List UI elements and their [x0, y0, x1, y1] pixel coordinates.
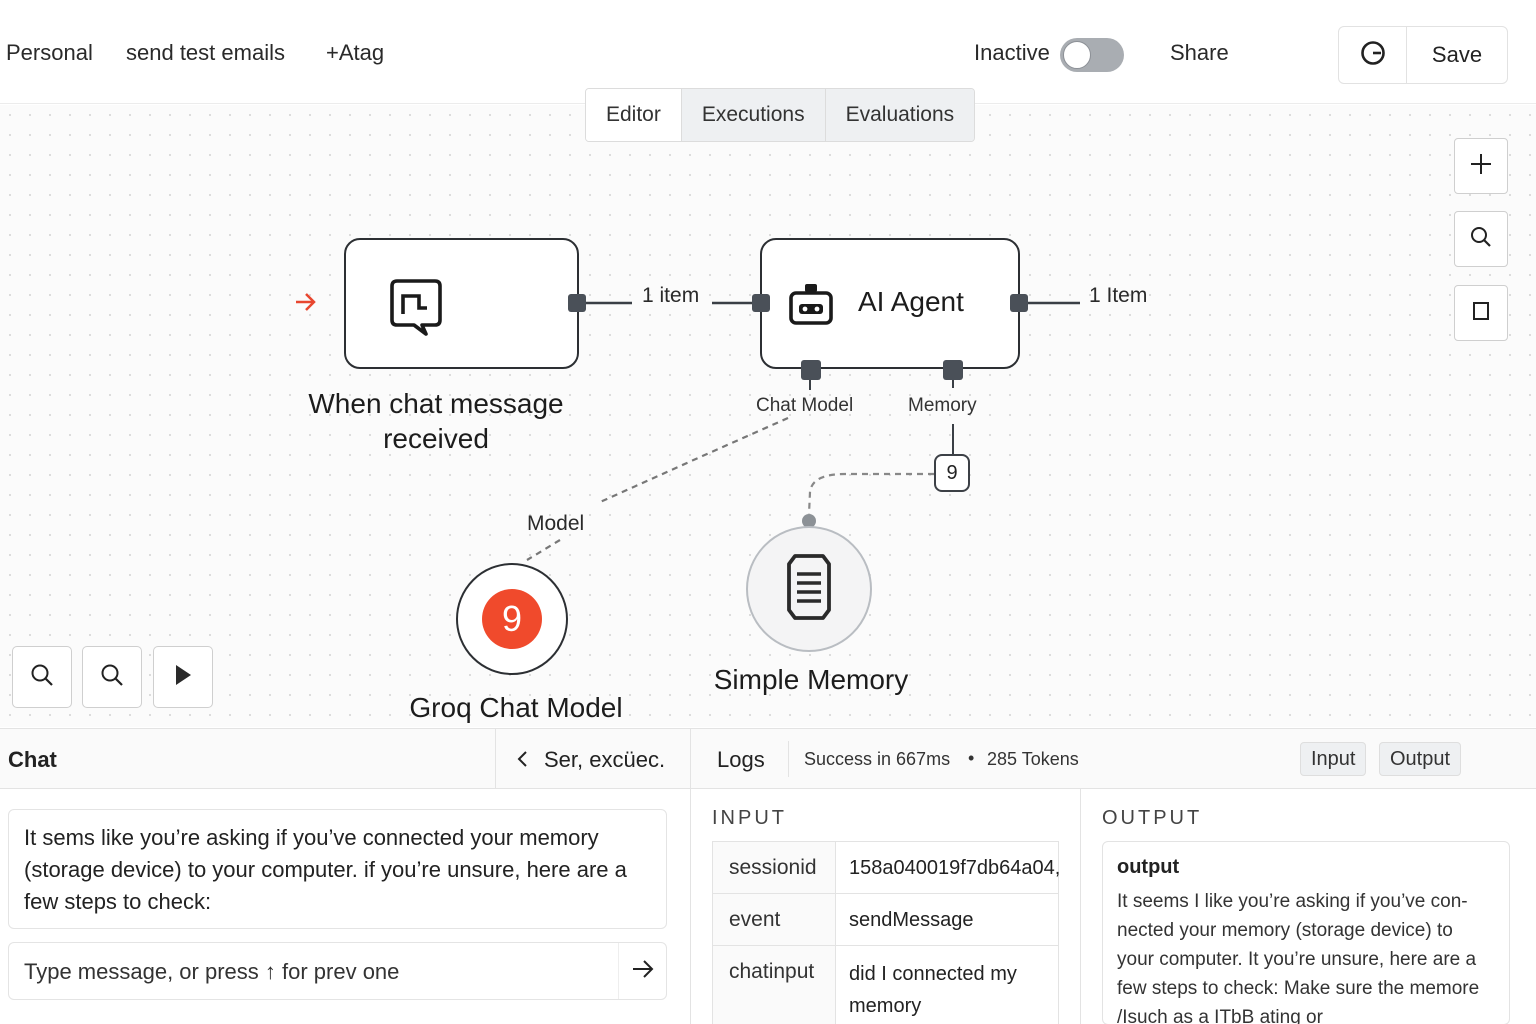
bottom-panel: Chat Ser, excüec. Logs Success in 667ms …: [0, 728, 1536, 1024]
tab-evaluations[interactable]: Evaluations: [825, 89, 975, 141]
table-row: event sendMessage: [713, 894, 1058, 946]
input-toggle-button[interactable]: Input: [1300, 742, 1367, 776]
chat-input-placeholder: Type message, or press ↑ for prev one: [24, 959, 400, 984]
reset-zoom-icon: [1470, 300, 1492, 327]
zoom-in-button[interactable]: [1454, 138, 1508, 194]
input-data-table: sessionid 158a040019f7db64a04, event sen…: [712, 841, 1059, 1024]
trigger-output-handle[interactable]: [568, 294, 586, 312]
logs-title: Logs: [717, 747, 765, 772]
memory-stack-icon: [785, 552, 833, 627]
agent-chatmodel-handle[interactable]: [801, 360, 821, 380]
history-button[interactable]: [1339, 27, 1407, 83]
tab-editor[interactable]: Editor: [586, 89, 682, 141]
session-selector[interactable]: Ser, excüec.: [544, 747, 666, 772]
trigger-title: When chat message received: [290, 386, 582, 456]
memory-port-label: Memory: [908, 395, 977, 416]
table-row: chatinput did I connected my memory: [713, 946, 1058, 1024]
canvas-run-button[interactable]: [153, 646, 213, 708]
divider: [690, 729, 691, 789]
groq-logo-text: 9: [501, 598, 523, 639]
workflow-name[interactable]: send test emails: [126, 40, 285, 65]
input-value: 158a040019f7db64a04,: [849, 857, 1059, 879]
output-data-box: output It seems I like you’re asking if …: [1102, 841, 1510, 1024]
history-icon: [1359, 39, 1387, 72]
table-row: sessionid 158a040019f7db64a04,: [713, 842, 1059, 894]
execution-status: Success in 667ms: [804, 749, 951, 769]
breadcrumb-project[interactable]: Personal: [6, 40, 93, 65]
input-section-title: INPUT: [712, 807, 787, 829]
zoom-icon: [99, 662, 125, 693]
share-button[interactable]: Share: [1170, 40, 1229, 65]
save-button[interactable]: Save: [1431, 42, 1483, 67]
edge-label-agent-out: 1 Item: [1089, 284, 1148, 307]
input-key: event: [713, 894, 836, 945]
agent-output-handle[interactable]: [1010, 294, 1028, 312]
input-value: did I connected my memory: [849, 963, 1017, 1017]
top-bar: Personal send test emails +Atag Inactive…: [0, 0, 1536, 104]
chevron-left-icon[interactable]: [516, 749, 530, 774]
divider: [788, 741, 789, 777]
agent-memory-handle[interactable]: [943, 360, 963, 380]
divider: [495, 729, 496, 789]
send-button[interactable]: [618, 943, 666, 999]
canvas-zoom-button-1[interactable]: [12, 646, 72, 708]
robot-icon: [788, 282, 834, 333]
zoom-icon: [29, 662, 55, 693]
toggle-knob: [1063, 41, 1091, 69]
chat-message-bubble: It sems like you’re asking if you’ve con…: [8, 809, 667, 929]
view-tabs: Editor Executions Evaluations: [585, 88, 976, 142]
memory-input-handle[interactable]: [802, 514, 816, 528]
active-status-label: Inactive: [974, 40, 1050, 65]
send-arrow-icon: [631, 958, 655, 985]
trigger-title-line2: received: [383, 423, 489, 454]
output-section-title: OUTPUT: [1102, 807, 1203, 829]
input-key: sessionid: [713, 842, 836, 893]
output-toggle-button[interactable]: Output: [1379, 742, 1462, 776]
workflow-canvas[interactable]: [0, 105, 1536, 727]
chat-bubble-icon: [386, 278, 446, 343]
node-ai-agent[interactable]: AI Agent: [760, 238, 1020, 369]
input-value: sendMessage: [849, 909, 974, 931]
canvas-zoom-button-2[interactable]: [82, 646, 142, 708]
zoom-to-fit-icon: [1469, 225, 1493, 254]
separator-dot: •: [968, 748, 975, 768]
reset-zoom-button[interactable]: [1454, 285, 1508, 341]
save-button-group: Save: [1338, 26, 1508, 84]
chat-panel-title: Chat: [8, 747, 57, 772]
tab-executions[interactable]: Executions: [681, 89, 826, 141]
node-groq-chat-model[interactable]: 9: [456, 563, 568, 675]
bottom-panel-header: Chat Ser, excüec. Logs Success in 667ms …: [0, 729, 1536, 789]
zoom-in-icon: [1469, 152, 1493, 181]
chat-model-port-label: Chat Model: [756, 395, 854, 416]
output-field-title: output: [1117, 856, 1180, 878]
output-field-value: It seems I like you’re asking if you’ve …: [1117, 891, 1480, 1024]
divider: [690, 789, 691, 1024]
divider: [1080, 789, 1081, 1024]
model-edge-label: Model: [527, 512, 585, 535]
active-toggle[interactable]: [1060, 38, 1124, 72]
trigger-title-line1: When chat message: [308, 388, 564, 419]
node-simple-memory[interactable]: [746, 526, 872, 652]
input-key: chatinput: [713, 946, 836, 1024]
chat-message-input[interactable]: Type message, or press ↑ for prev one: [8, 942, 667, 1000]
add-tag-button[interactable]: +Atag: [326, 40, 385, 65]
memory-count-badge: 9: [934, 454, 970, 492]
agent-title: AI Agent: [858, 286, 964, 317]
token-count: 285 Tokens: [987, 749, 1079, 769]
memory-title: Simple Memory: [713, 664, 909, 695]
agent-input-handle[interactable]: [752, 294, 770, 312]
groq-logo-icon: 9: [482, 589, 542, 649]
zoom-to-fit-button[interactable]: [1454, 211, 1508, 267]
play-icon: [172, 663, 194, 692]
node-chat-trigger[interactable]: [344, 238, 579, 369]
groq-title: Groq Chat Model: [409, 692, 623, 723]
edge-label-trigger-agent: 1 item: [642, 284, 700, 307]
